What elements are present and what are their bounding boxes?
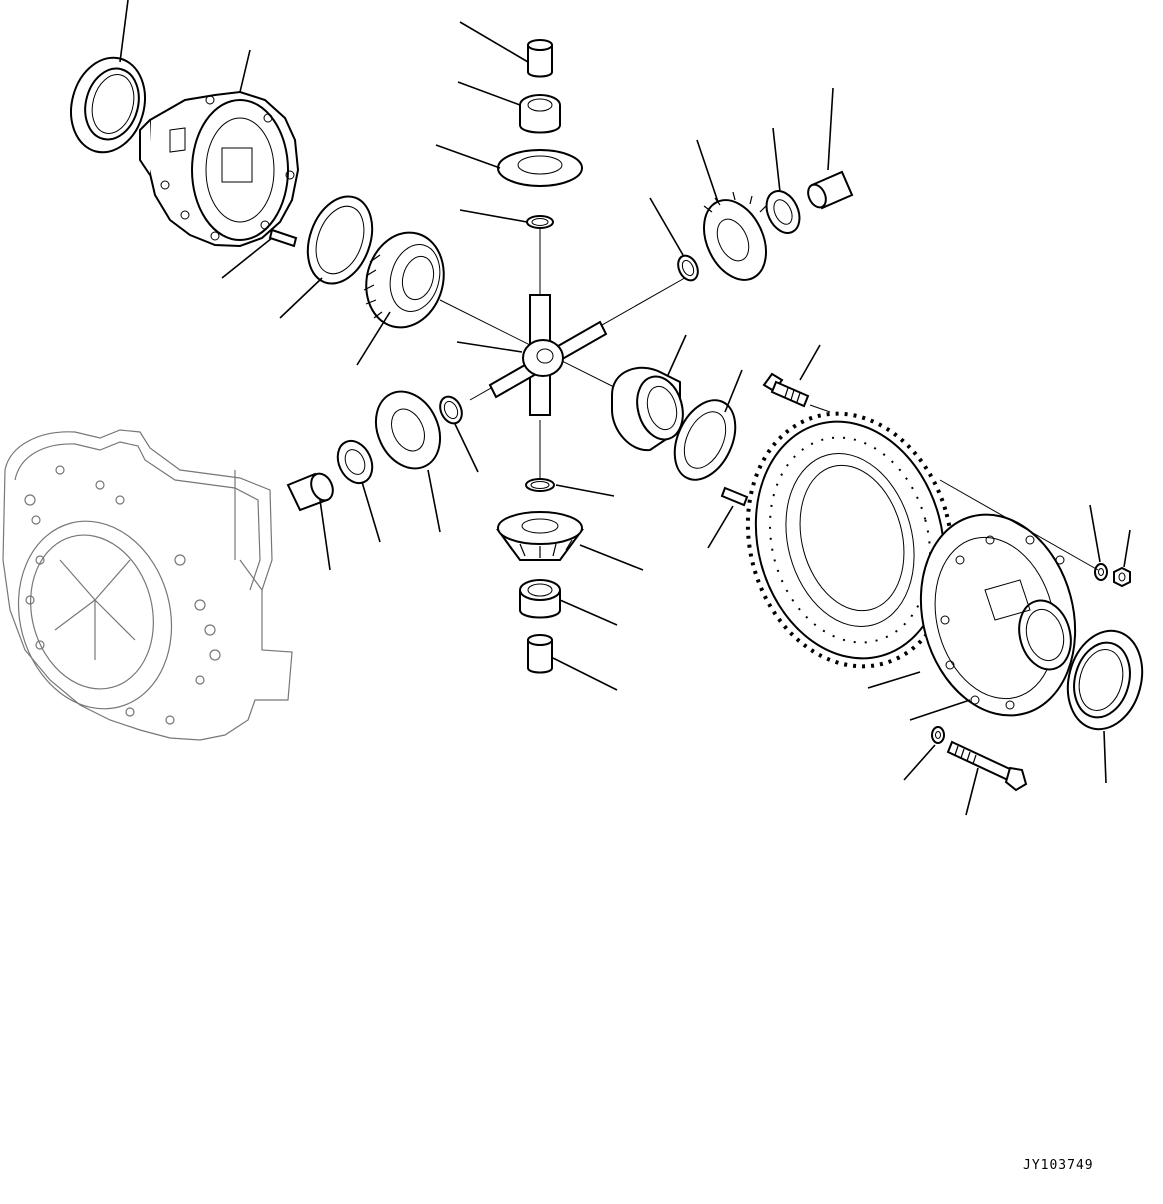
leader-lines	[119, 0, 1131, 816]
axle-housing	[2, 429, 293, 741]
bearing-top-left	[70, 56, 146, 154]
differential-case-left	[139, 90, 300, 248]
pinion-stack-bottom	[496, 478, 584, 674]
bolt-ring-gear	[762, 372, 810, 408]
side-gear-right	[611, 366, 684, 452]
pin-left	[268, 228, 298, 248]
pin-right	[720, 486, 749, 507]
pinion-stack-right-upper	[677, 170, 854, 282]
washer-bottom	[931, 726, 945, 744]
thrust-washer-right	[673, 399, 737, 481]
thrust-washer-left	[306, 195, 374, 285]
side-gear-left	[363, 231, 445, 329]
pinion-stack-left-lower	[286, 390, 463, 512]
drawing-code: JY103749	[1023, 1158, 1094, 1173]
bolt-bottom	[946, 740, 1028, 792]
differential-case-right	[919, 513, 1077, 717]
bearing-right	[1066, 629, 1144, 731]
ring-gear	[745, 411, 955, 669]
differential-spider	[439, 228, 691, 480]
pinion-stack-top	[497, 39, 583, 229]
nut-right	[1113, 566, 1131, 588]
washer-right	[1094, 563, 1108, 581]
